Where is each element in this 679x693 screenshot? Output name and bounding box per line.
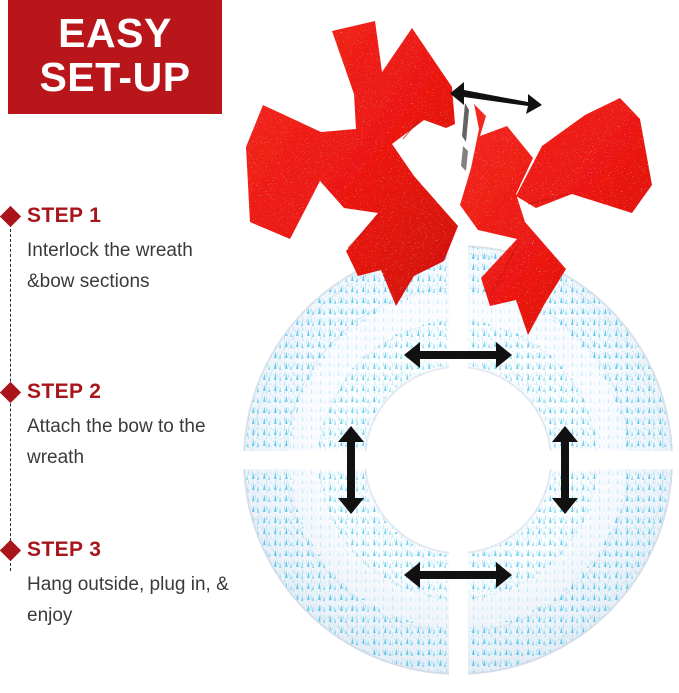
assembly-arrows bbox=[338, 82, 578, 588]
banner-line-2: SET-UP bbox=[39, 54, 191, 100]
diamond-bullet-icon bbox=[0, 205, 22, 228]
step-1-title: STEP 1 bbox=[27, 204, 102, 227]
step-1-body: Interlock the wreath &bow sections bbox=[27, 240, 193, 292]
wreath-bow-illustration bbox=[228, 8, 679, 693]
arrow-wreath-right-icon bbox=[552, 426, 578, 514]
diamond-bullet-icon bbox=[0, 539, 22, 562]
step-3-body: Hang outside, plug in, & enjoy bbox=[27, 574, 229, 626]
banner-line-1: EASY bbox=[58, 10, 172, 56]
steps-list: STEP 1 Interlock the wreath &bow section… bbox=[0, 195, 250, 665]
bow-left-half bbox=[246, 21, 458, 306]
arrow-wreath-left-icon bbox=[338, 426, 364, 514]
step-3-title: STEP 3 bbox=[27, 538, 102, 561]
step-2-title: STEP 2 bbox=[27, 380, 102, 403]
arrow-wreath-bottom-icon bbox=[404, 562, 512, 588]
easy-setup-banner: EASY SET-UP bbox=[8, 0, 222, 114]
step-2-body: Attach the bow to the wreath bbox=[27, 416, 206, 468]
bow-graphic bbox=[246, 21, 652, 335]
arrow-wreath-top-icon bbox=[404, 342, 512, 368]
arrow-bow-join-icon bbox=[450, 82, 542, 114]
diamond-bullet-icon bbox=[0, 381, 22, 404]
bow-right-half bbox=[460, 98, 652, 335]
